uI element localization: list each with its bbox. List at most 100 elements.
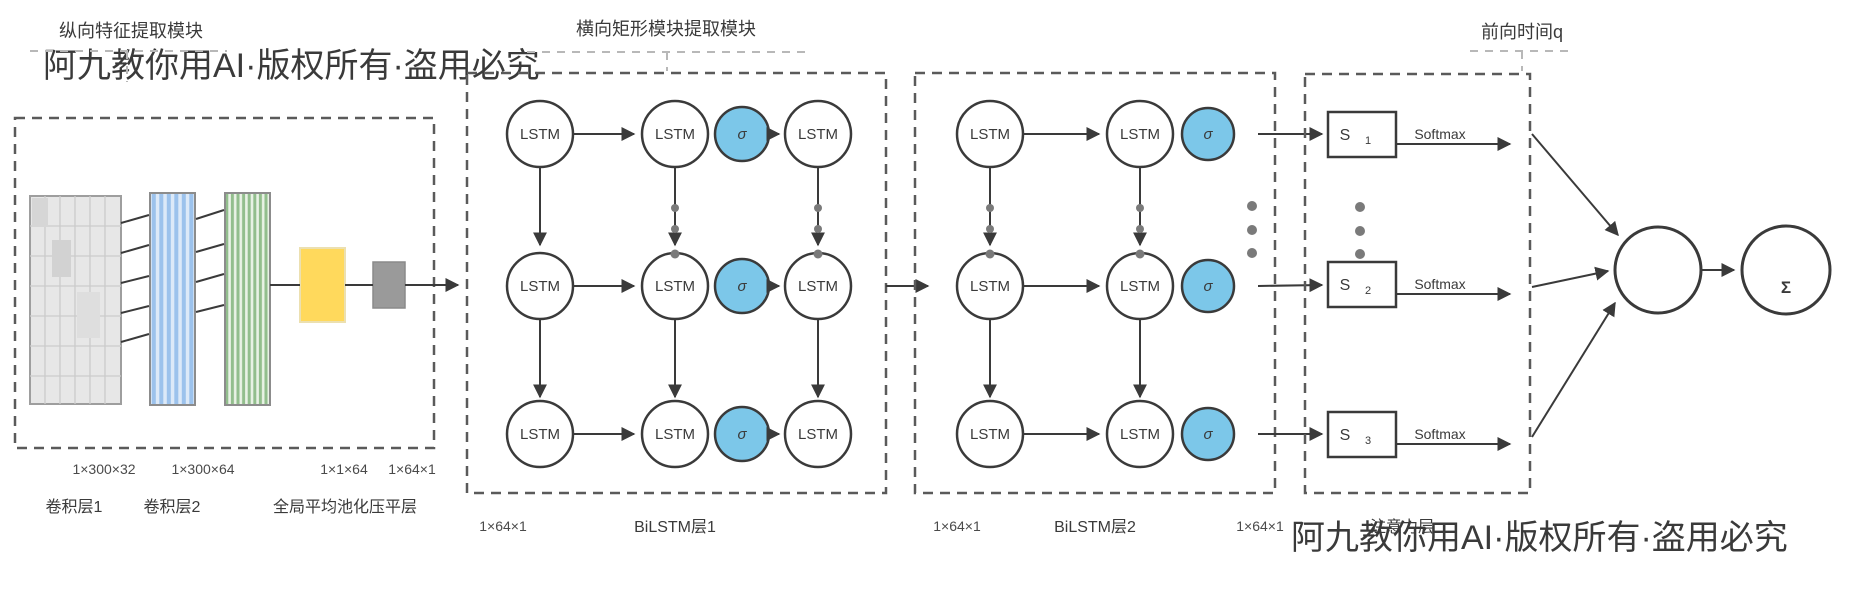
lstm-label: LSTM <box>970 126 1010 143</box>
lstm-label: LSTM <box>970 278 1010 295</box>
ellipsis-dot <box>1355 226 1365 236</box>
bilstm2-dim-right-label: 1×64×1 <box>1236 518 1284 534</box>
bilstm1-name-label: BiLSTM层1 <box>634 519 716 536</box>
ellipsis-dot <box>813 249 823 259</box>
lstm-label: LSTM <box>970 426 1010 443</box>
s1-label: S <box>1340 127 1351 144</box>
grid-patch-3 <box>77 292 100 338</box>
bilstm2-name-label: BiLSTM层2 <box>1054 519 1136 536</box>
attention-module: S 1 Softmax S 2 Softmax S 3 Softmax 注意力层 <box>1303 72 1532 536</box>
softmax-label: Softmax <box>1414 276 1465 292</box>
lstm-label: LSTM <box>655 426 695 443</box>
cnn-title-callout-line <box>30 50 227 82</box>
grid-patch-2 <box>52 240 71 277</box>
pool-flatten-label: 全局平均池化压平层 <box>273 498 417 516</box>
grid-column-lines <box>44 196 106 404</box>
ellipsis-dot <box>1355 202 1365 212</box>
sigma-label: σ <box>1203 278 1213 295</box>
bilstm2-block: LSTM LSTM σ LSTM LSTM σ LSTM LSTM σ 1×64… <box>913 71 1284 536</box>
sigma-node <box>1180 258 1236 314</box>
ellipsis-dot <box>1135 249 1145 259</box>
bilstm2-dim-left-label: 1×64×1 <box>933 518 981 534</box>
lstm-label: LSTM <box>798 126 838 143</box>
ellipsis-dot <box>1136 225 1144 233</box>
bilstm1-border <box>465 71 888 495</box>
forward-time-title: 前向时间q <box>1481 22 1563 42</box>
global-average-pooling-rect <box>299 247 346 323</box>
sum-label: Σ <box>1781 278 1791 297</box>
conv2-feature-map <box>224 192 271 406</box>
sigma-label: σ <box>737 426 747 443</box>
lstm-label: LSTM <box>798 278 838 295</box>
lstm-node <box>640 399 710 469</box>
lstm-label: LSTM <box>1120 426 1160 443</box>
dim-label-3: 1×1×64 <box>320 461 368 477</box>
lstm-label: LSTM <box>1120 126 1160 143</box>
dim-label-4: 1×64×1 <box>388 461 436 477</box>
lstm-node <box>783 399 853 469</box>
ellipsis-dot <box>814 204 822 212</box>
ellipsis-dot <box>670 249 680 259</box>
score-box-s1 <box>1326 110 1398 159</box>
attention-out-arrow-3 <box>1531 301 1616 438</box>
dim-label-1: 1×300×32 <box>72 461 135 477</box>
ellipsis-dot <box>986 204 994 212</box>
input-grid <box>29 195 122 405</box>
sum-node <box>1740 224 1832 316</box>
forward-time-callout-line <box>1470 50 1573 71</box>
attention-out-arrow-1 <box>1531 133 1619 237</box>
sigma-node <box>1180 406 1236 462</box>
ellipsis-dot <box>671 225 679 233</box>
lstm-label: LSTM <box>1120 278 1160 295</box>
sigma-label: σ <box>737 278 747 295</box>
sigma-label: σ <box>1203 126 1213 143</box>
cnn-module-border <box>13 116 436 450</box>
ellipsis-dot <box>1355 249 1365 259</box>
bilstm2-to-s2-arrow <box>1257 278 1324 293</box>
softmax-label: Softmax <box>1414 426 1465 442</box>
score-box-s3 <box>1326 410 1398 459</box>
lstm-label: LSTM <box>655 278 695 295</box>
ellipsis-dot <box>671 204 679 212</box>
softmax-label: Softmax <box>1414 126 1465 142</box>
sigma-label: σ <box>737 126 747 143</box>
bilstm-module-title: 横向矩形模块提取模块 <box>576 19 756 39</box>
bilstm-title-callout-line <box>527 51 808 71</box>
dim-label-2: 1×300×64 <box>171 461 234 477</box>
lstm-label: LSTM <box>798 426 838 443</box>
watermark-top-left: 阿九教你用AI·版权所有·盗用必究 <box>43 47 540 85</box>
lstm-label: LSTM <box>520 426 560 443</box>
lstm-label: LSTM <box>520 278 560 295</box>
s3-label: S <box>1340 427 1351 444</box>
score-box-s2 <box>1326 260 1398 309</box>
grid-patch-1 <box>32 198 48 227</box>
context-node <box>1613 225 1703 315</box>
lstm-node <box>1105 399 1175 469</box>
lstm-label: LSTM <box>655 126 695 143</box>
ellipsis-dot <box>985 249 995 259</box>
grid-to-conv1-lines <box>120 214 150 343</box>
flatten-rect <box>372 261 406 309</box>
s2-subscript: 2 <box>1365 285 1371 297</box>
cnn-module: 1×300×32 1×300×64 1×1×64 1×64×1 卷积层1 卷积层… <box>13 116 436 516</box>
bilstm1-block: LSTM LSTM σ LSTM LSTM LSTM σ LSTM LSTM L… <box>465 71 888 536</box>
conv1-label: 卷积层1 <box>46 498 103 516</box>
attention-name-label: 注意力层 <box>1370 517 1434 536</box>
s2-label: S <box>1340 277 1351 294</box>
cnn-module-title: 纵向特征提取模块 <box>59 21 203 41</box>
conv1-to-conv2-lines <box>195 209 225 313</box>
attention-border <box>1303 72 1532 495</box>
s1-subscript: 1 <box>1365 135 1371 147</box>
ellipsis-dot <box>1136 204 1144 212</box>
bilstm1-dim-label: 1×64×1 <box>479 518 527 534</box>
grid-row-lines <box>30 225 121 377</box>
ellipsis-dot <box>1247 225 1257 235</box>
ellipsis-dot <box>814 225 822 233</box>
sigma-label: σ <box>1203 426 1213 443</box>
ellipsis-dot <box>1247 201 1257 211</box>
conv2-label: 卷积层2 <box>144 498 201 516</box>
s3-subscript: 3 <box>1365 435 1371 447</box>
ellipsis-dot <box>1247 248 1257 258</box>
output-section: Σ <box>1531 133 1832 438</box>
